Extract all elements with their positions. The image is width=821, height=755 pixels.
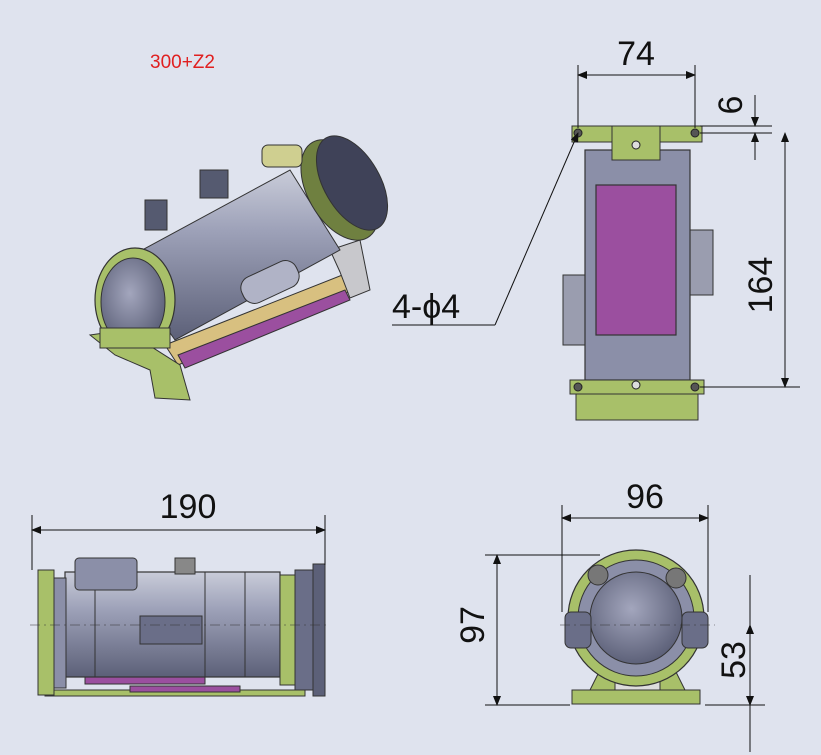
dim-front-height: 97 [454,606,492,644]
dim-top-width: 74 [617,35,655,73]
top-view: 74 6 164 4-ϕ4 [392,35,800,421]
isometric-view [88,135,389,401]
model-label: 300+Z2 [150,52,215,73]
dim-length: 190 [160,488,217,526]
dim-front-width: 96 [626,478,664,516]
dim-axis-height: 53 [715,641,753,679]
side-view: 190 [30,488,330,697]
dim-hole-offset: 6 [712,96,750,115]
dim-hole-spec: 4-ϕ4 [392,288,460,326]
dim-side-height: 164 [742,257,780,314]
front-view: 96 97 53 [454,478,765,752]
